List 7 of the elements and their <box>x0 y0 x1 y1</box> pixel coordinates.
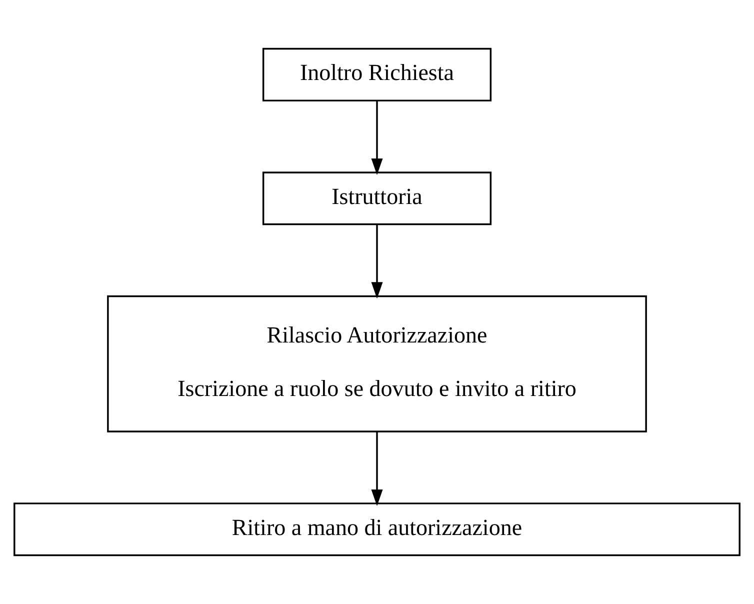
node-box: Istruttoria <box>262 172 492 226</box>
arrow <box>371 101 383 175</box>
node-box: Inoltro Richiesta <box>262 48 492 102</box>
arrow <box>371 224 383 299</box>
node-box: Ritiro a mano di autorizzazione <box>14 502 740 556</box>
node-box: Rilascio Autorizzazione Iscrizione a ruolo se dovuto e invito a ritiro <box>107 295 647 432</box>
arrow <box>371 432 383 506</box>
